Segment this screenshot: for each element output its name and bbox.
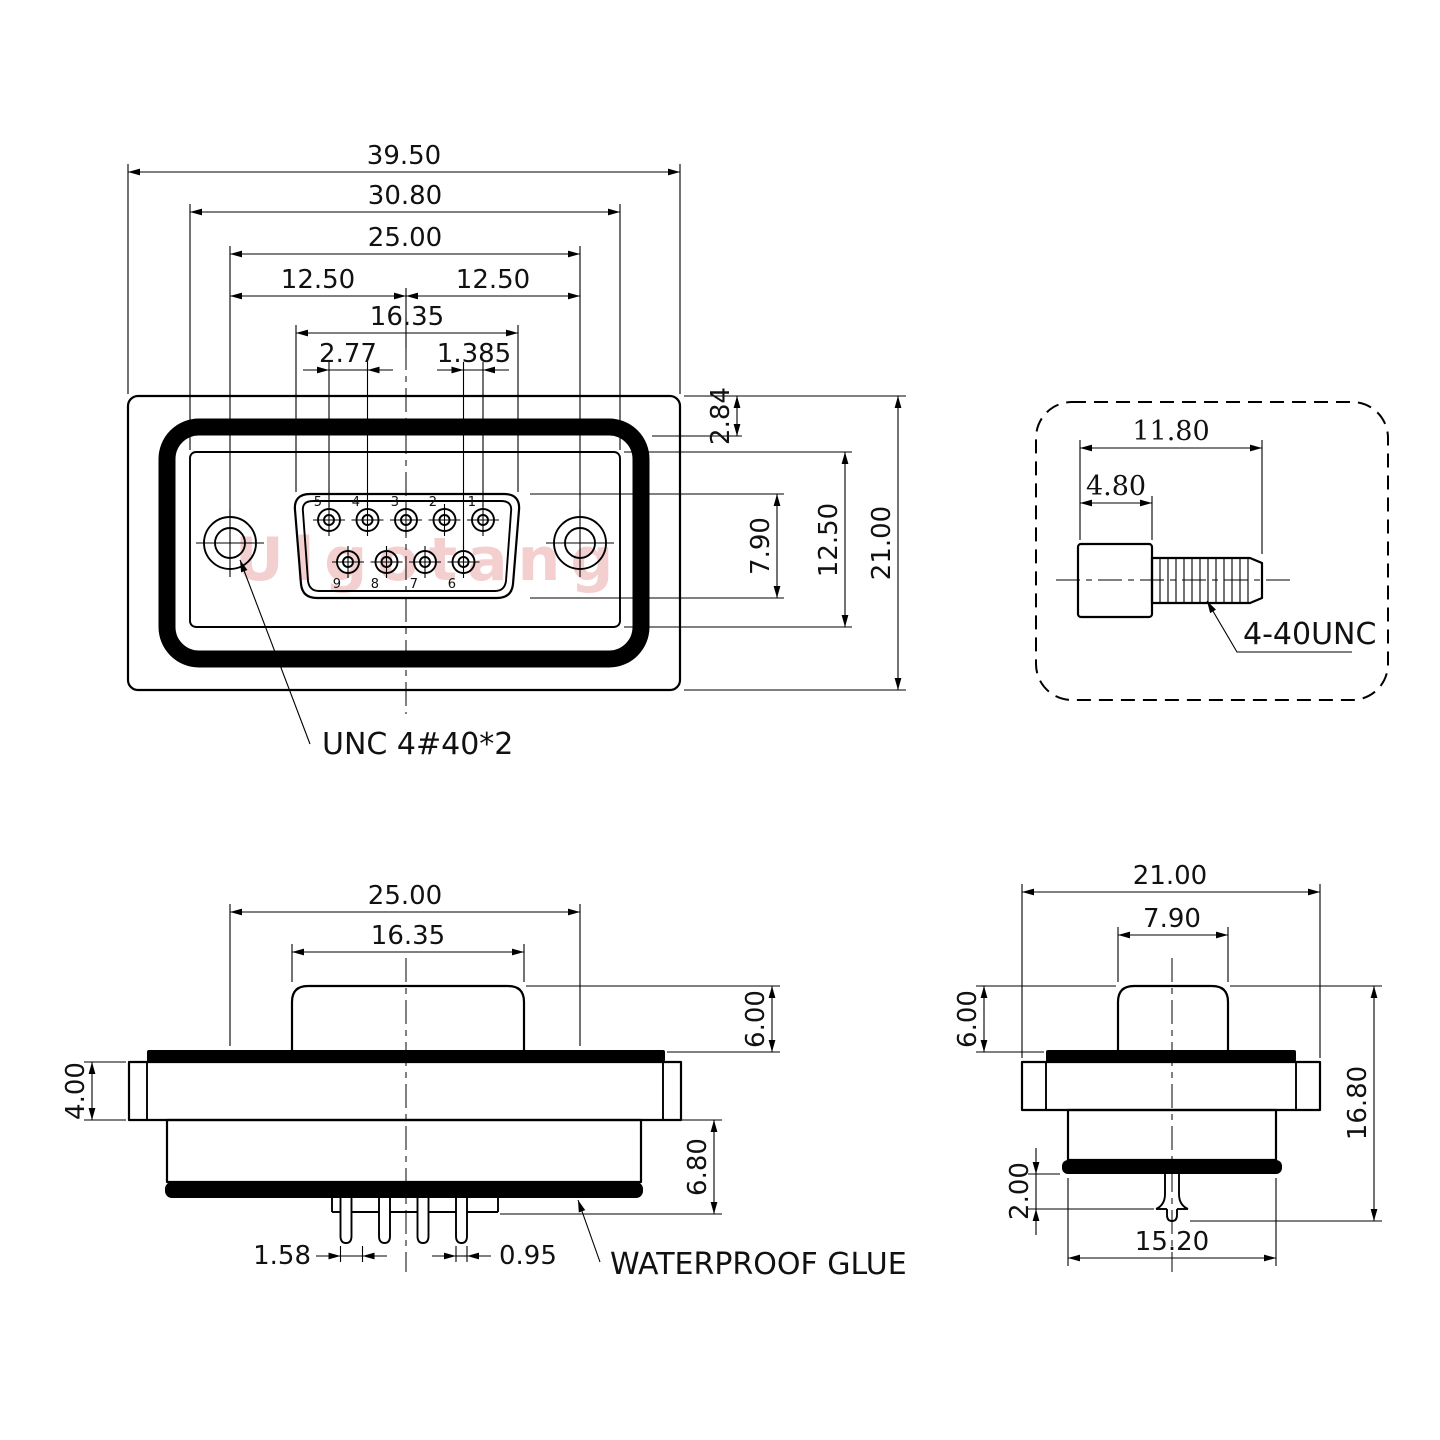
front-extension-lines [127, 164, 906, 691]
unc-leader-line [239, 559, 311, 745]
screw-shaft [1150, 556, 1264, 605]
thread-leader-line [1206, 600, 1352, 653]
side-view: 25.00 16.35 6.00 4.00 6.80 1.58 0.95 WAT… [61, 881, 907, 1282]
dim-pin-pitch: 2.77 [319, 339, 377, 369]
end-pin-flare-right [1178, 1174, 1189, 1210]
dim-overall-height: 21.00 [867, 506, 897, 580]
side-body [165, 1118, 643, 1184]
dim-insulator-height: 12.50 [814, 503, 844, 577]
thread-label: 4-40UNC [1243, 617, 1376, 652]
end-outlines [1020, 958, 1322, 1272]
dim-end-shell-height: 6.00 [953, 990, 983, 1048]
front-gasket-seal [158, 418, 650, 668]
end-shell [1116, 984, 1230, 1052]
screw-detail-boundary [1035, 401, 1389, 701]
dim-half-left: 12.50 [281, 265, 355, 295]
dim-side-shell-height: 6.00 [741, 990, 771, 1048]
side-pin [455, 1198, 468, 1244]
end-waterproof-glue [1062, 1160, 1282, 1174]
glue-leader-line [577, 1199, 601, 1263]
front-flange-outline [126, 394, 682, 692]
front-dshell-inner [301, 500, 513, 592]
side-dimensions: 25.00 16.35 6.00 4.00 6.80 1.58 0.95 [61, 881, 776, 1271]
screw-thread-callout: 4-40UNC [1206, 600, 1376, 653]
pin-number: 4 [352, 495, 360, 510]
end-gasket-seal [1046, 1050, 1296, 1062]
dim-hole-span: 25.00 [368, 223, 442, 253]
dim-end-body-width: 15.20 [1135, 1227, 1209, 1257]
dim-d-opening: 16.35 [370, 302, 444, 332]
side-pin [339, 1198, 353, 1244]
front-dshell-outer [293, 492, 521, 600]
screw-dimensions: 11.80 4.80 [1080, 416, 1262, 507]
dim-end-pin-length: 2.00 [1005, 1162, 1035, 1220]
end-dimensions: 21.00 7.90 6.00 16.80 2.00 15.20 [953, 861, 1378, 1262]
side-pin [378, 1198, 391, 1244]
side-shell [290, 984, 526, 1052]
dim-side-opening: 16.35 [371, 921, 445, 951]
dim-screw-head: 4.80 [1086, 471, 1146, 502]
dim-top-offset: 2.84 [706, 387, 736, 445]
end-extension-lines [976, 884, 1382, 1266]
dim-side-body-depth: 6.80 [683, 1138, 713, 1196]
side-glue-callout: WATERPROOF GLUE [577, 1199, 907, 1282]
pin-number: 6 [448, 577, 456, 592]
dim-end-width: 21.00 [1133, 861, 1207, 891]
dim-half-pitch: 1.385 [437, 339, 511, 369]
side-flange [127, 1060, 683, 1122]
pin-number: 7 [410, 577, 418, 592]
dim-screw-length: 11.80 [1132, 416, 1209, 447]
end-view: 21.00 7.90 6.00 16.80 2.00 15.20 [953, 861, 1382, 1272]
dim-overall-width: 39.50 [367, 141, 441, 171]
side-waterproof-glue [165, 1182, 643, 1198]
front-view: 5 4 3 2 1 9 8 7 6 [126, 141, 906, 762]
pin-number: 2 [429, 495, 437, 510]
dim-side-hole-span: 25.00 [368, 881, 442, 911]
end-pin-flare-left [1155, 1174, 1166, 1210]
front-outlines [126, 346, 682, 714]
dim-flange-width: 30.80 [368, 181, 442, 211]
dim-end-total-depth: 16.80 [1343, 1066, 1373, 1140]
dim-shell-height: 7.90 [746, 517, 776, 575]
front-unc-callout: UNC 4#40*2 [239, 559, 513, 762]
front-pins: 5 4 3 2 1 9 8 7 6 [312, 495, 500, 592]
dim-end-d-width: 7.90 [1143, 904, 1201, 934]
pin-number: 3 [391, 495, 399, 510]
end-flange [1020, 1060, 1322, 1112]
side-outlines [127, 958, 683, 1272]
screw-view: 11.80 4.80 4-40UNC [1035, 401, 1389, 701]
dim-side-pin-width: 0.95 [499, 1241, 557, 1271]
pin-number: 1 [468, 495, 476, 510]
waterproof-glue-label: WATERPROOF GLUE [610, 1247, 907, 1282]
pin-number: 9 [333, 577, 341, 592]
unc-thread-label: UNC 4#40*2 [322, 727, 513, 762]
dim-side-pin-pitch: 1.58 [253, 1241, 311, 1271]
pin-number: 8 [371, 577, 379, 592]
screw-threads [1159, 558, 1249, 603]
pin-number: 5 [314, 495, 322, 510]
front-insulator-outline [189, 451, 621, 628]
dim-side-flange-thickness: 4.00 [61, 1062, 91, 1120]
front-dimensions: 39.50 30.80 25.00 12.50 12.50 16.35 2.77… [128, 141, 902, 690]
side-extension-lines [84, 904, 780, 1262]
side-pin [416, 1198, 430, 1244]
dim-half-right: 12.50 [456, 265, 530, 295]
